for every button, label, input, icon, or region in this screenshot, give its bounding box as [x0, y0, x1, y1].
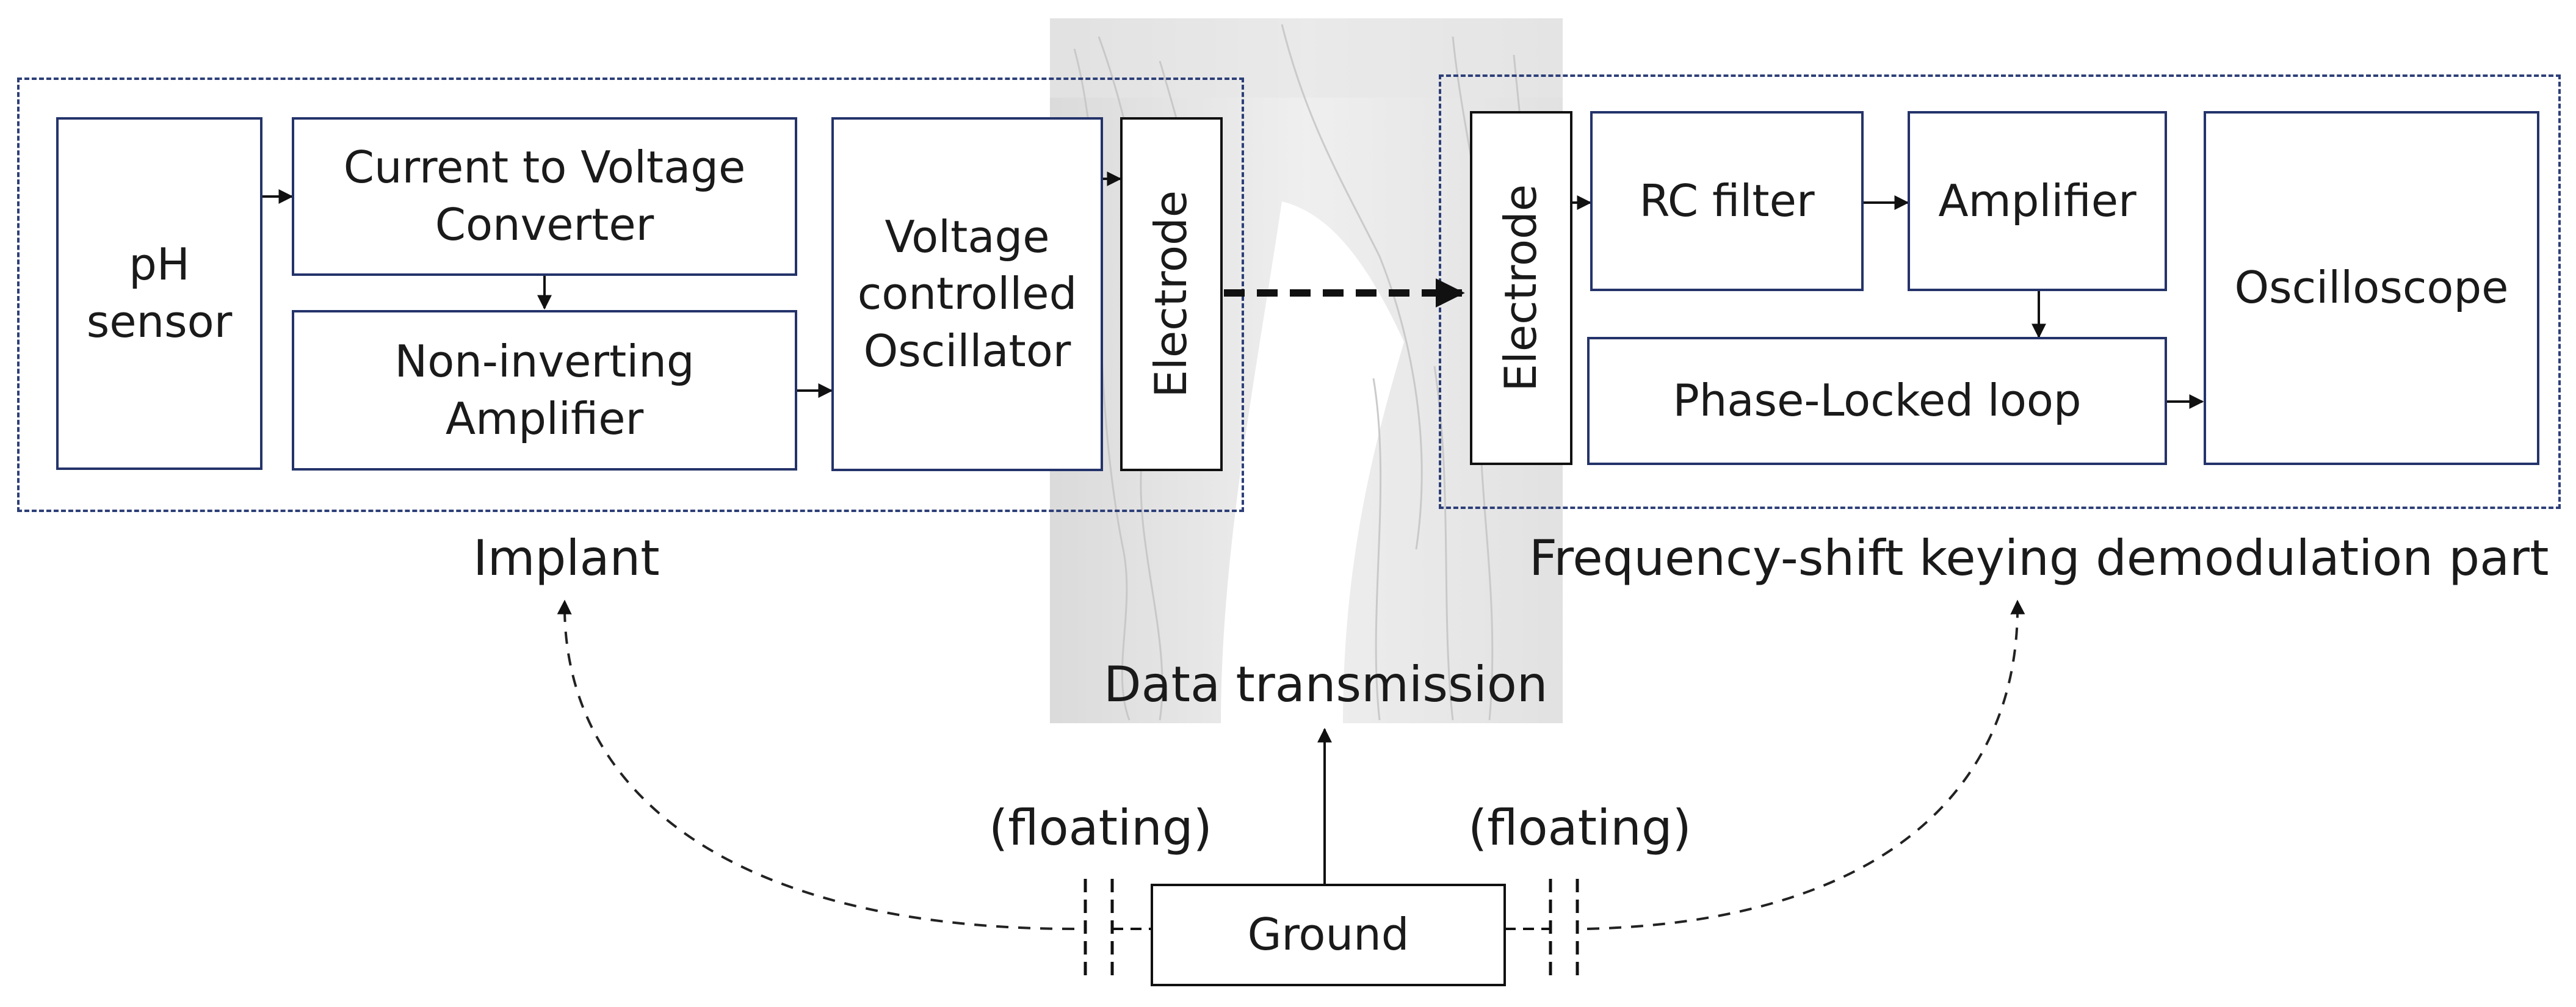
rc-filter-block: RC filter: [1590, 111, 1864, 291]
non-inverting-amplifier-block: Non-inverting Amplifier: [292, 310, 797, 471]
ground-label: Ground: [1247, 909, 1409, 961]
oscilloscope-label: Oscilloscope: [2234, 262, 2509, 314]
phase-locked-loop-block: Phase-Locked loop: [1587, 337, 2167, 465]
floating-left-caption: (floating): [989, 799, 1212, 856]
right-ground-curve: [1586, 599, 2025, 930]
receiver-electrode-block: Electrode: [1470, 111, 1572, 465]
current-to-voltage-label: Current to Voltage Converter: [343, 142, 746, 250]
amplifier-block: Amplifier: [1908, 111, 2167, 291]
receiver-electrode-label: Electrode: [1495, 184, 1547, 392]
implant-electrode-label: Electrode: [1145, 190, 1197, 398]
ph-sensor-block: pH sensor: [56, 117, 262, 470]
oscilloscope-block: Oscilloscope: [2204, 111, 2539, 465]
vco-label: Voltage controlled Oscillator: [857, 211, 1077, 377]
left-ground-curve: [557, 599, 1075, 930]
amplifier-label: Amplifier: [1938, 175, 2136, 226]
current-to-voltage-converter-block: Current to Voltage Converter: [292, 117, 797, 276]
implant-electrode-block: Electrode: [1120, 117, 1223, 471]
pll-label: Phase-Locked loop: [1673, 375, 2082, 427]
floating-right-caption: (floating): [1468, 799, 1691, 856]
data-transmission-caption: Data transmission: [1104, 656, 1548, 713]
ph-sensor-label: pH sensor: [86, 239, 233, 347]
voltage-controlled-oscillator-block: Voltage controlled Oscillator: [831, 117, 1103, 471]
ground-block: Ground: [1151, 884, 1506, 986]
implant-caption: Implant: [473, 530, 660, 587]
fsk-demodulation-caption: Frequency-shift keying demodulation part: [1529, 530, 2549, 587]
rc-filter-label: RC filter: [1639, 175, 1815, 226]
non-inverting-amplifier-label: Non-inverting Amplifier: [394, 335, 695, 444]
